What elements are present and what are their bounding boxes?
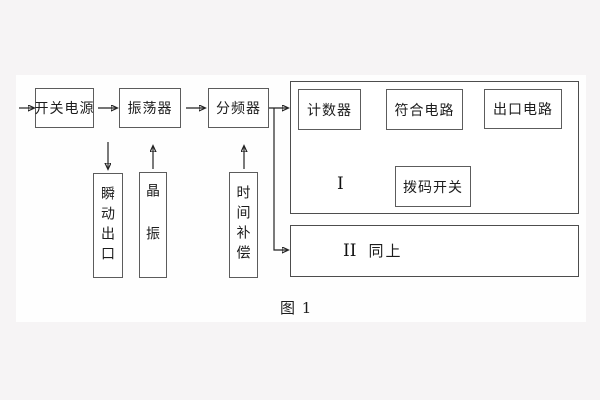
block-counter: 计数器 [298, 89, 361, 130]
block-crystal-oscillator: 晶振 [139, 172, 167, 278]
group1-numeral: I [337, 174, 344, 194]
group2-content: II 同上 [290, 225, 579, 277]
group2-container [290, 225, 579, 277]
block-instant-outlet: 瞬动出口 [93, 173, 123, 278]
block-freq-divider: 分频器 [208, 88, 269, 128]
group2-note: 同上 [368, 242, 403, 260]
block-dip-switch: 拨码开关 [395, 166, 471, 207]
block-outlet-circuit: 出口电路 [484, 89, 562, 129]
block-time-compensation: 时间补偿 [229, 172, 258, 278]
block-oscillator: 振荡器 [119, 88, 181, 128]
figure-caption: 图 1 [280, 299, 313, 317]
block-coincidence-circuit: 符合电路 [386, 89, 463, 130]
group2-numeral: II [343, 241, 357, 261]
block-switch-power: 开关电源 [35, 88, 94, 128]
